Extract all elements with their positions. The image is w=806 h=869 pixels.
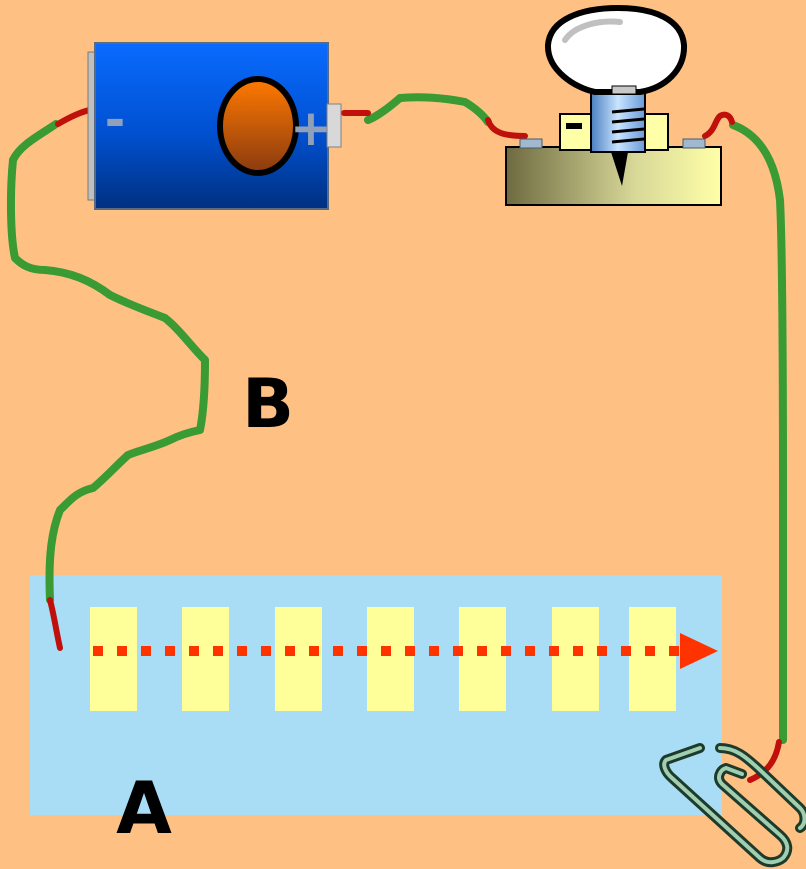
wire-tip: [485, 117, 528, 139]
battery-positive-sign: +: [290, 99, 332, 157]
wire-tip: [747, 739, 782, 783]
light-bulb-icon: [505, 4, 722, 206]
paper-clip-icon: [659, 743, 806, 868]
yellow-block: [275, 607, 322, 711]
wire-tip: [47, 597, 63, 651]
battery-knob: [217, 76, 299, 176]
yellow-block: [182, 607, 229, 711]
battery-negative-sign: -: [105, 91, 126, 149]
wire-tip: [55, 107, 93, 127]
yellow-block: [90, 607, 137, 711]
wire-top: [364, 93, 492, 126]
yellow-block: [552, 607, 599, 711]
label-b: B: [242, 365, 294, 444]
wire-tip: [702, 111, 735, 139]
yellow-block: [459, 607, 506, 711]
wires: [6, 93, 788, 744]
label-a: A: [116, 766, 172, 850]
wire-tips: [47, 107, 782, 783]
wire-b: [6, 120, 209, 604]
yellow-block: [629, 607, 676, 711]
wire-right: [729, 121, 788, 744]
battery-icon: - +: [87, 42, 342, 210]
yellow-blocks: [90, 607, 676, 711]
current-flow-arrow: [93, 633, 718, 669]
yellow-block: [367, 607, 414, 711]
